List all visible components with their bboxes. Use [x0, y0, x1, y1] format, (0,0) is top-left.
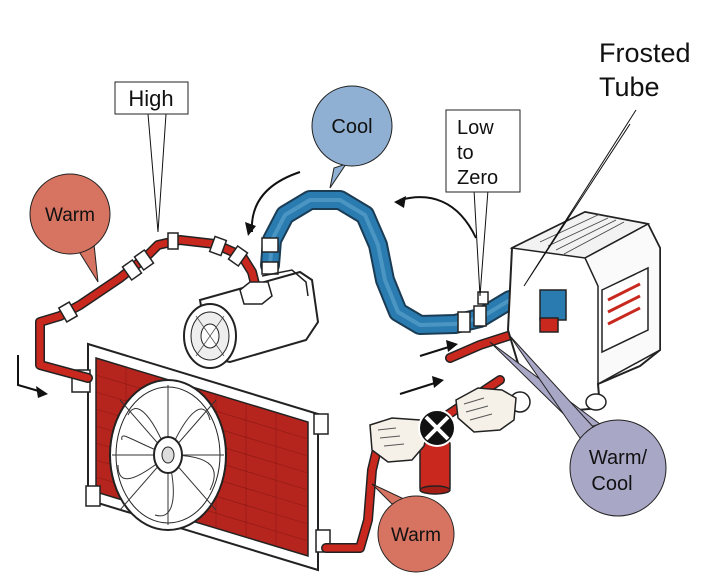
tube-label: Tube	[599, 72, 660, 102]
cool-label: Cool	[331, 116, 372, 138]
warm-bubble-bottom: Warm	[371, 483, 455, 573]
line-fittings	[57, 232, 249, 323]
suction-fittings	[261, 237, 489, 333]
compressor	[183, 269, 320, 369]
blocked-valve-icon	[418, 409, 456, 447]
cool-bubble: Cool	[311, 85, 393, 189]
warm-left-label: Warm	[45, 205, 95, 226]
hand-right-icon	[455, 387, 517, 433]
warm-cool-bubble: Warm/ Cool	[489, 335, 667, 517]
to-label: to	[457, 142, 474, 164]
frosted-label: Frosted	[599, 38, 691, 68]
callout-pointers	[147, 109, 637, 297]
evaporator-case	[506, 210, 661, 413]
low-label: Low	[457, 117, 494, 139]
low-to-zero-label-box: Low to Zero	[445, 109, 521, 193]
warm-bottom-label: Warm	[391, 525, 441, 546]
warm-bubble-left: Warm	[29, 173, 111, 283]
receiver-drier	[419, 439, 451, 495]
high-label-box: High	[114, 81, 189, 115]
hand-left-icon	[369, 417, 429, 463]
fan-icon	[109, 379, 227, 531]
warm-cool-label-line1: Warm/	[589, 447, 648, 469]
flow-arrows	[17, 171, 477, 395]
warm-cool-label-line2: Cool	[591, 473, 632, 495]
frosted-tube-label: Frosted Tube	[599, 38, 691, 102]
zero-label: Zero	[457, 167, 498, 189]
high-label: High	[128, 86, 173, 111]
arrowheads	[36, 196, 458, 398]
